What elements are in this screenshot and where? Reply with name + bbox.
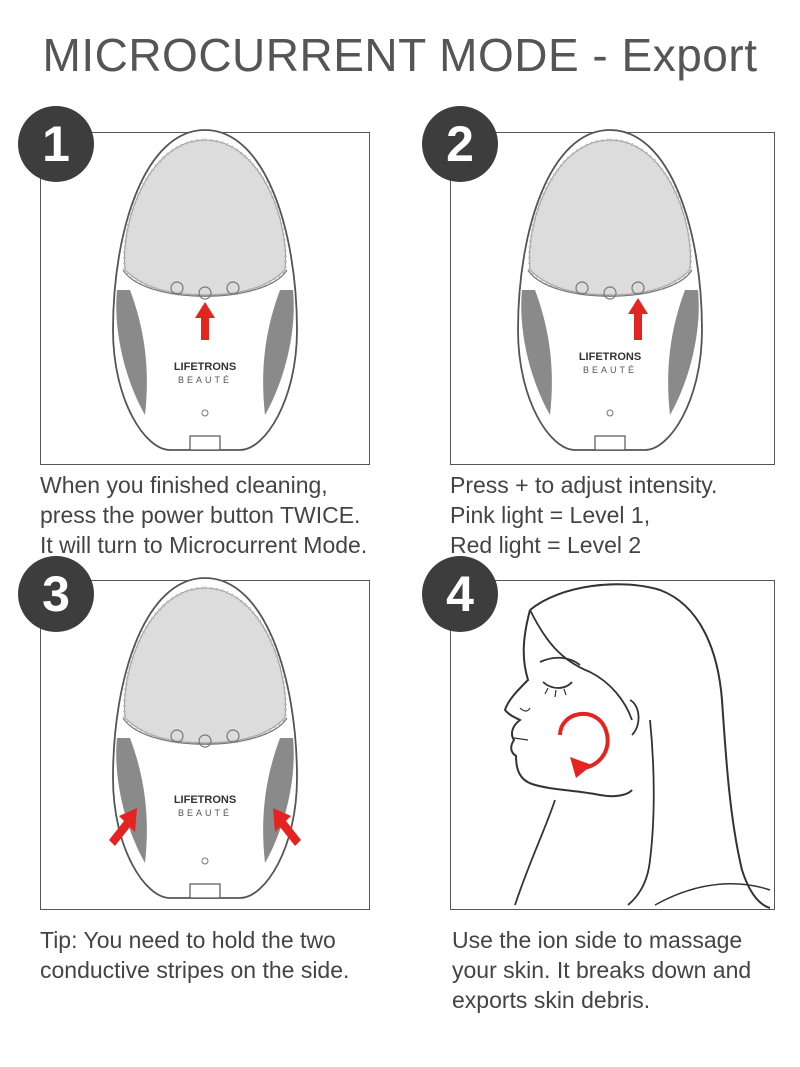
svg-text:BEAUTÉ: BEAUTÉ: [583, 365, 637, 375]
step-4-caption: Use the ion side to massage your skin. I…: [452, 927, 752, 1013]
step-4-panel: [450, 580, 775, 910]
red-arrow-icon: [195, 302, 215, 340]
svg-text:BEAUTÉ: BEAUTÉ: [178, 375, 232, 385]
plus-icon: [226, 281, 240, 295]
svg-text:LIFETRONS: LIFETRONS: [579, 351, 641, 363]
minus-icon: [170, 281, 184, 295]
step-1-badge: 1: [18, 106, 94, 182]
red-arrow-left-icon: [109, 808, 137, 846]
svg-text:LIFETRONS: LIFETRONS: [174, 794, 236, 806]
power-icon: [198, 286, 212, 300]
step-1-caption: When you finished cleaning, press the po…: [40, 472, 368, 558]
step-2-caption: Press + to adjust intensity. Pink light …: [450, 472, 718, 558]
rotate-arrow-icon: [558, 711, 610, 771]
power-icon: [198, 734, 212, 748]
minus-icon: [170, 729, 184, 743]
plus-icon: [226, 729, 240, 743]
minus-icon: [575, 281, 589, 295]
plus-icon: [631, 281, 645, 295]
power-icon: [603, 286, 617, 300]
svg-text:LIFETRONS: LIFETRONS: [174, 361, 236, 373]
page-title: MICROCURRENT MODE - Export: [42, 29, 758, 81]
step-4-badge: 4: [422, 556, 498, 632]
step-3-caption: Tip: You need to hold the two conductive…: [40, 927, 350, 983]
step-3-badge: 3: [18, 556, 94, 632]
red-arrow-icon: [628, 298, 648, 340]
step-2-badge: 2: [422, 106, 498, 182]
svg-text:BEAUTÉ: BEAUTÉ: [178, 808, 232, 818]
red-arrow-right-icon: [273, 808, 301, 846]
